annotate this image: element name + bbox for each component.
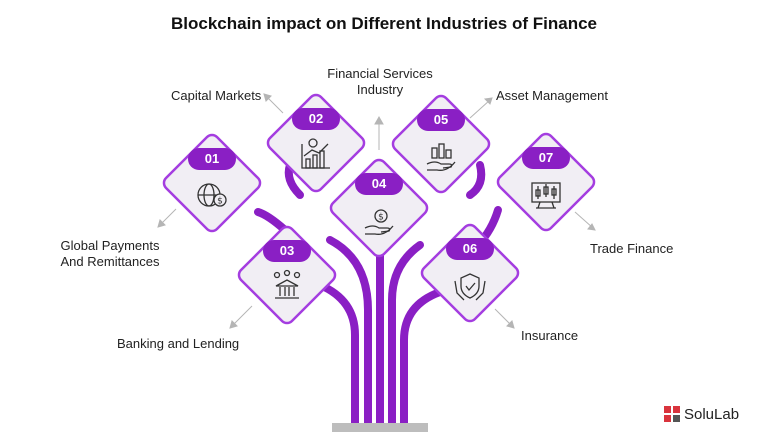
connector-arrow [469,99,491,119]
item-label: Trade Finance [590,241,674,256]
trunk-line [400,288,444,429]
arrow-head [263,93,272,102]
card-04 [329,158,429,258]
arrow-head [374,115,384,125]
connector-arrow [574,211,594,229]
arrow-head [587,223,596,231]
badge-number: 06 [462,241,478,256]
globe-dollar-icon: $ [197,183,227,207]
item-label: Financial Services Industry [327,66,433,97]
item-label: Capital Markets [171,88,262,103]
hand-coin-icon: $ [364,209,394,235]
badge-number: 02 [308,111,324,126]
item-label: Asset Management [496,88,609,103]
trunk-line [388,241,424,429]
trunk-base [332,423,428,432]
logo-text: SoluLab [684,405,740,423]
bank-icon [273,269,301,299]
hand-stack-icon [426,143,456,171]
solulab-logo-icon [664,406,680,422]
branch-line [466,161,486,199]
svg-text:$: $ [378,213,384,223]
badge-number: 07 [538,150,554,165]
arrow-head [483,97,493,105]
card-06 [420,223,520,323]
diagram-title: Blockchain impact on Different Industrie… [170,14,597,33]
card-07 [496,132,596,232]
arrow-head [229,320,238,329]
connector-arrow [231,305,253,327]
badge-number: 01 [204,151,220,166]
trunk-line [316,281,359,429]
svg-text:$: $ [217,197,223,207]
candlestick-monitor-icon [531,182,561,209]
card-01 [162,133,262,233]
item-label: Global Payments And Remittances [60,238,160,269]
item-label: Insurance [521,328,579,343]
badge-number: 03 [279,243,295,258]
trunk-line [326,236,372,429]
arrow-head [506,320,515,329]
brand-logo: SoluLab [664,403,739,425]
item-label: Banking and Lending [117,336,240,351]
growth-chart-icon [301,138,330,169]
shield-hands-icon [454,273,486,301]
badge-number: 04 [371,176,387,191]
badge-number: 05 [433,112,449,127]
arrow-head [157,219,166,228]
card-02 [266,93,366,193]
